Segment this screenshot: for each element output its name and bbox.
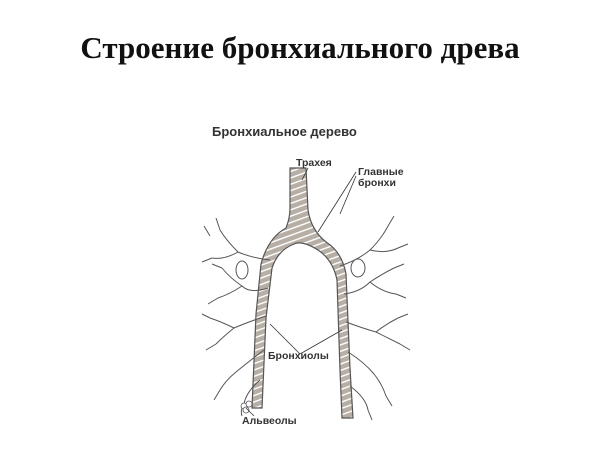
alveoli-cluster [240,400,253,414]
label-trachea: Трахея [296,157,332,169]
leader-lines [245,167,357,417]
label-main-bronchi-line1: Главные [358,166,404,178]
figure-title: Бронхиальное дерево [212,124,357,139]
trachea-and-main-bronchi [251,167,354,419]
label-main-bronchi: Главные бронхи [358,167,404,189]
label-alveoli: Альвеолы [242,415,297,427]
bronchial-tree-figure: Бронхиальное дерево Трахея Главные бронх… [190,118,430,444]
left-branches [201,217,271,417]
bronchial-tree-illustration [201,167,411,421]
label-main-bronchi-line2: бронхи [358,177,396,189]
slide-title: Строение бронхиального древа [80,30,520,65]
label-bronchioles: Бронхиолы [268,350,329,362]
right-branches [339,215,411,421]
